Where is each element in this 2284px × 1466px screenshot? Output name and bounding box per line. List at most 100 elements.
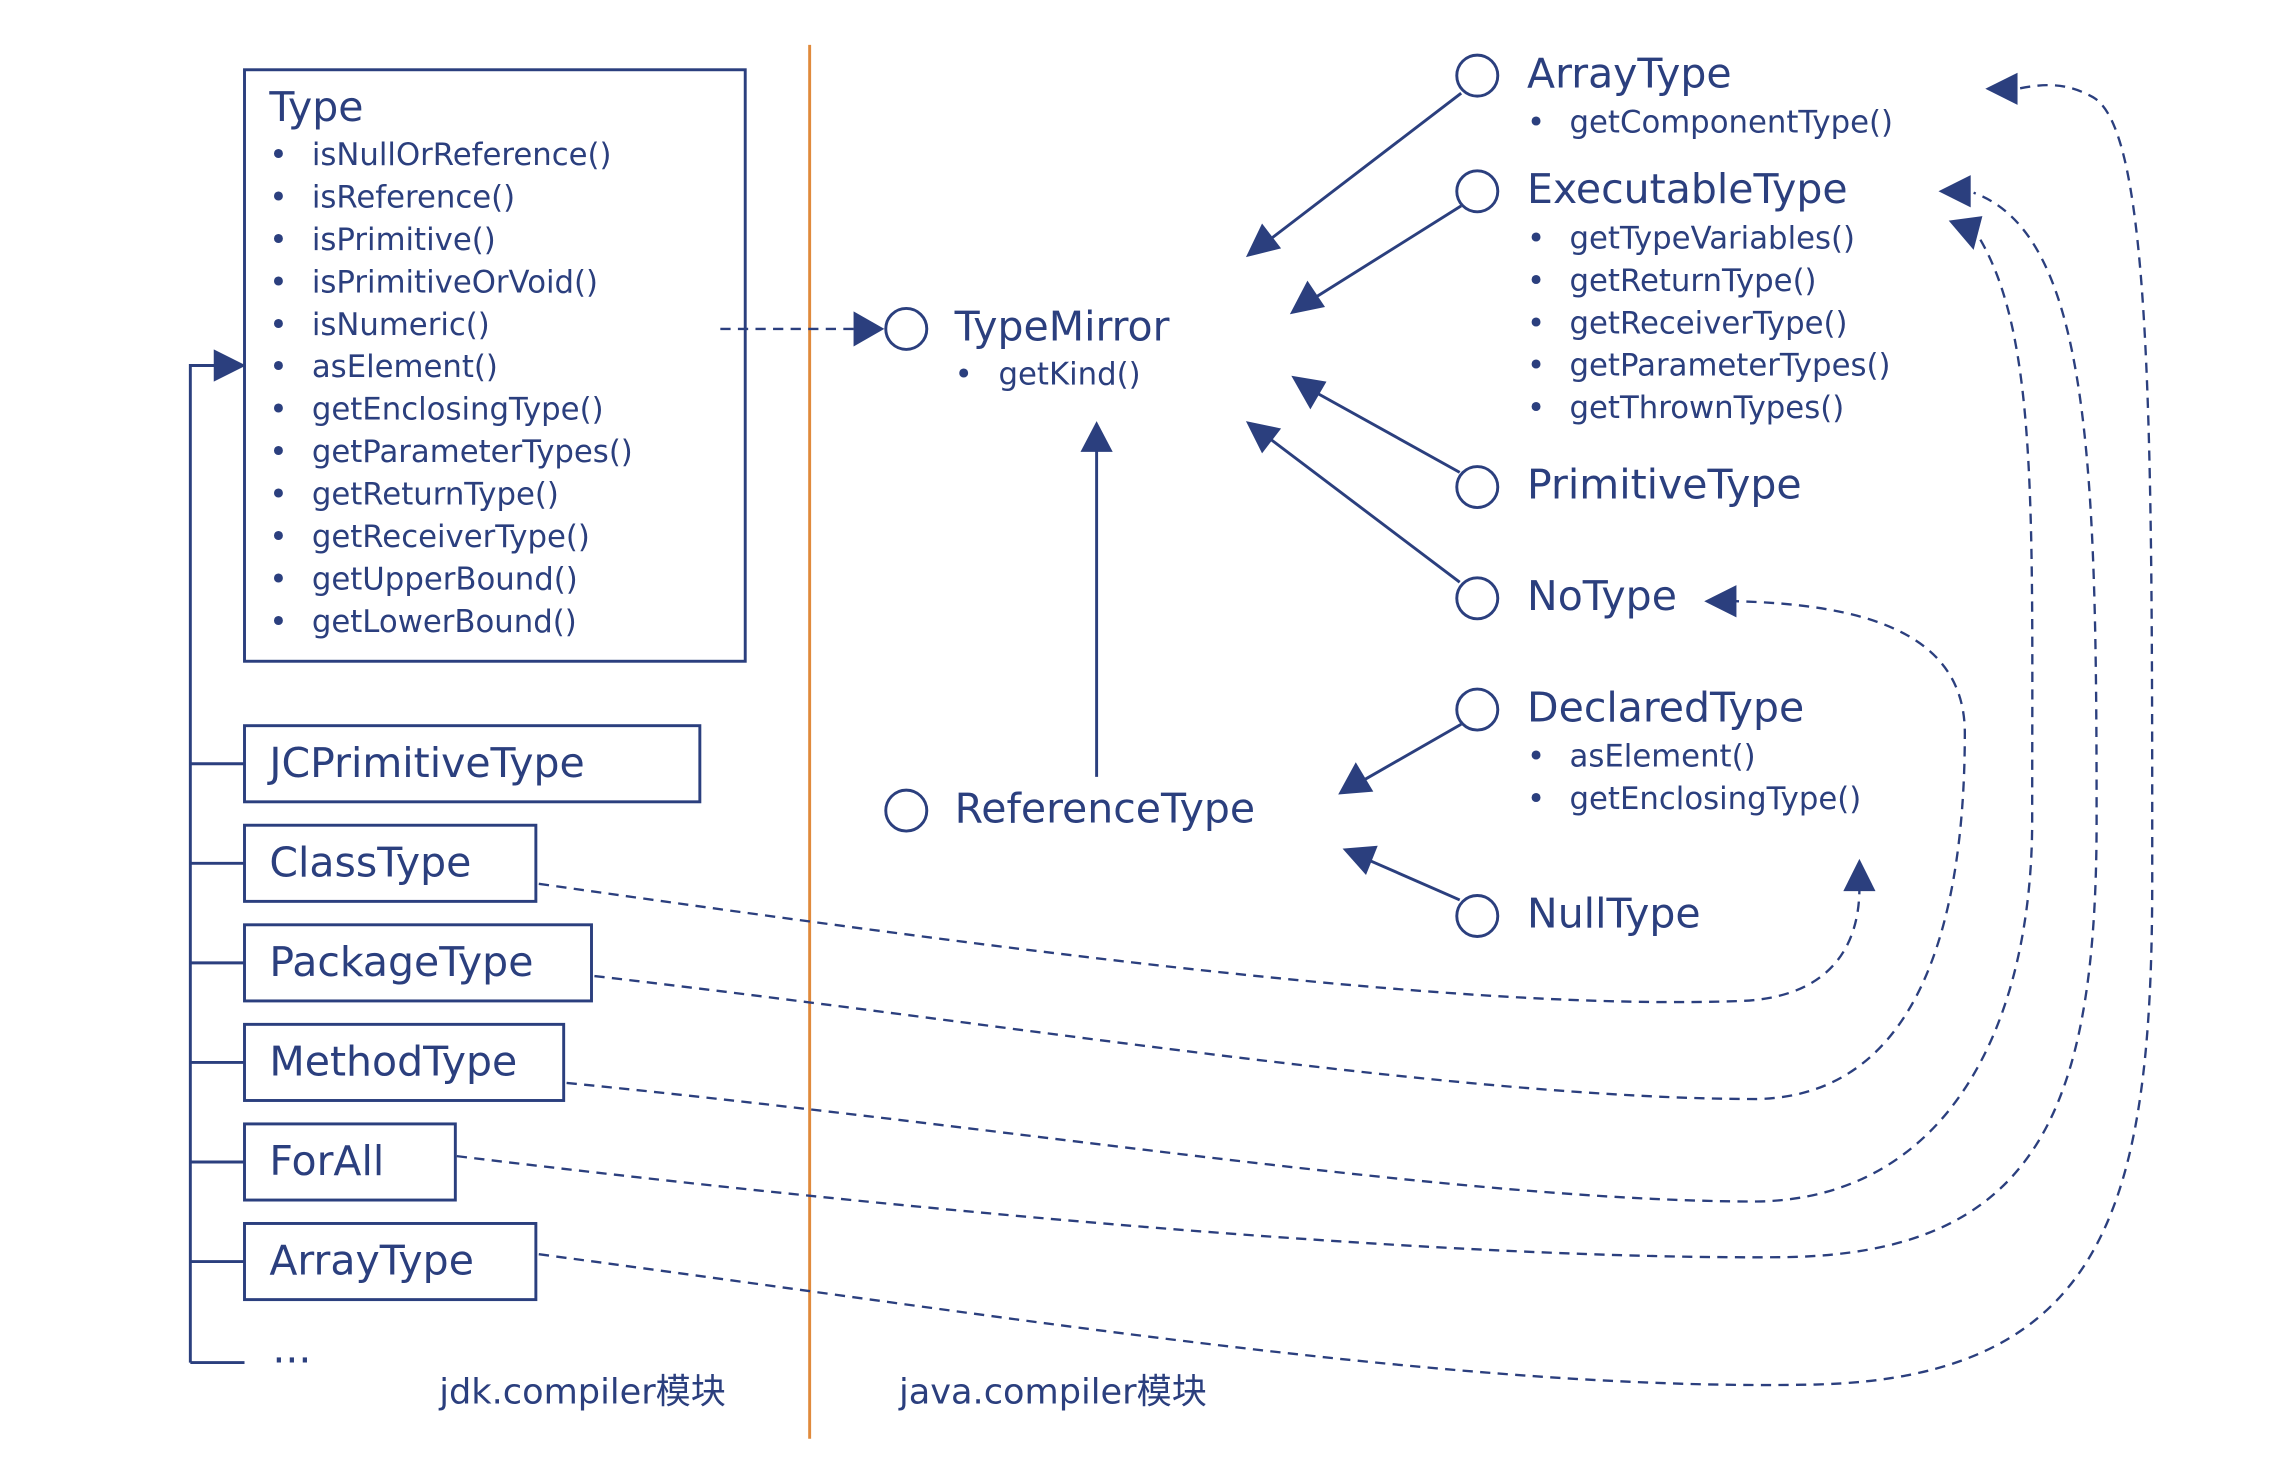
interface-name: NoType [1527,572,1677,620]
arrowhead [1948,216,1983,250]
method-item: isPrimitiveOrVoid() [312,264,598,300]
method-item: getLowerBound() [312,604,577,640]
list-bullet: • [269,477,287,513]
subclass-label: ClassType [269,838,471,886]
interface-name: PrimitiveType [1527,461,1802,509]
list-bullet: • [1527,263,1545,299]
subclass-label: ForAll [269,1137,384,1185]
method-item: asElement() [1570,739,1756,775]
list-bullet: • [1527,390,1545,426]
subclass-classtype[interactable]: ClassType [243,823,538,903]
list-bullet: • [955,357,973,393]
interface-referencetype[interactable]: ReferenceType [884,784,1256,833]
interface-name: ReferenceType [955,784,1256,832]
method-item: getComponentType() [1570,105,1893,141]
subclass-label: ArrayType [269,1237,474,1285]
list-bullet: • [269,392,287,428]
link-forall-to-executabletype [456,191,2098,1259]
interface-declaredtype[interactable]: DeclaredType •asElement() •getEnclosingT… [1455,683,1861,817]
interface-node-icon [1455,465,1500,509]
interface-node-icon [1455,894,1500,938]
arrowhead [1342,845,1378,876]
subclass-label: MethodType [269,1038,517,1086]
subclass-label: PackageType [269,938,533,986]
method-item: isNullOrReference() [312,137,612,173]
arrowhead [1291,375,1327,410]
list-bullet: • [269,604,287,640]
arrowhead [853,311,885,347]
method-item: getParameterTypes() [312,434,633,470]
link-classtype-to-declaredtype [538,882,1861,1004]
arrowhead [1289,280,1326,315]
method-item: getUpperBound() [312,562,578,598]
module-label-java-compiler: java.compiler模块 [898,1372,1207,1413]
method-item: getTypeVariables() [1570,220,1856,256]
method-item: isPrimitive() [312,222,496,258]
list-bullet: • [269,349,287,385]
subclass-methodtype[interactable]: MethodType [243,1022,566,1102]
arrowhead [1338,762,1374,795]
extends-arraytype-typemirror [1267,92,1463,243]
type-class-box[interactable]: Type •isNullOrReference() •isReference()… [243,68,747,663]
method-item: getParameterTypes() [1570,348,1891,384]
arrowhead [1080,421,1113,452]
interface-name: ArrayType [1527,49,1732,97]
arrowhead [1985,72,2018,105]
link-arraytype-to-arraytype [538,84,2154,1387]
interface-notype[interactable]: NoType [1455,572,1677,621]
interface-name: NullType [1527,890,1701,938]
arrowhead [1938,175,1971,208]
arrowhead [1245,223,1282,258]
method-item: asElement() [312,349,498,385]
interface-nulltype[interactable]: NullType [1455,890,1701,938]
method-item: isNumeric() [312,307,490,343]
subclass-packagetype[interactable]: PackageType [243,923,593,1003]
interface-node-icon [1455,53,1500,98]
list-bullet: • [269,137,287,173]
extends-declaredtype-referencetype [1360,722,1462,783]
list-bullet: • [1527,781,1545,817]
list-bullet: • [1527,305,1545,341]
inheritance-tree-lines [188,349,246,1365]
interface-name: DeclaredType [1527,683,1804,731]
interface-arraytype[interactable]: ArrayType • getComponentType() [1455,49,1893,141]
interface-executabletype[interactable]: ExecutableType •getTypeVariables() •getR… [1455,165,1891,426]
extends-nulltype-referencetype [1365,857,1461,902]
interface-name: TypeMirror [954,303,1170,351]
extends-notype-typemirror [1267,436,1461,584]
arrowhead [1245,421,1282,454]
interface-node-icon [1455,576,1500,621]
method-item: getKind() [999,357,1141,393]
subclass-jcprimitivetype[interactable]: JCPrimitiveType [243,724,702,804]
arrowhead [1843,858,1876,892]
list-bullet: • [269,434,287,470]
subclass-arraytype[interactable]: ArrayType [243,1222,538,1302]
extends-executabletype-typemirror [1311,204,1462,301]
interface-node-icon [884,788,929,833]
list-bullet: • [1527,739,1545,775]
method-item: getReturnType() [312,477,559,513]
extends-primitivetype-typemirror [1314,390,1461,474]
type-methods-list: • isNullOrReference() • isReference() • isP… [269,137,632,640]
method-item: getThrownTypes() [1570,390,1845,426]
list-bullet: • [269,307,287,343]
list-bullet: • [269,562,287,598]
link-packagetype-to-notype [594,600,1966,1101]
interface-primitivetype[interactable]: PrimitiveType [1455,461,1802,509]
arrowhead [1704,585,1737,618]
interface-node-icon [1455,169,1500,214]
subclass-forall[interactable]: ForAll [243,1122,457,1202]
list-bullet: • [1527,348,1545,384]
list-bullet: • [269,179,287,215]
interface-node-icon [884,306,929,351]
list-bullet: • [269,222,287,258]
more-subclasses-ellipsis: ... [272,1325,311,1373]
list-bullet: • [1527,105,1545,141]
interface-typemirror[interactable]: TypeMirror • getKind() [884,303,1170,393]
subclass-label: JCPrimitiveType [266,739,584,787]
method-item: isReference() [312,179,515,215]
module-label-jdk-compiler: jdk.compiler模块 [438,1372,726,1413]
list-bullet: • [269,519,287,555]
interface-name: ExecutableType [1527,165,1848,213]
